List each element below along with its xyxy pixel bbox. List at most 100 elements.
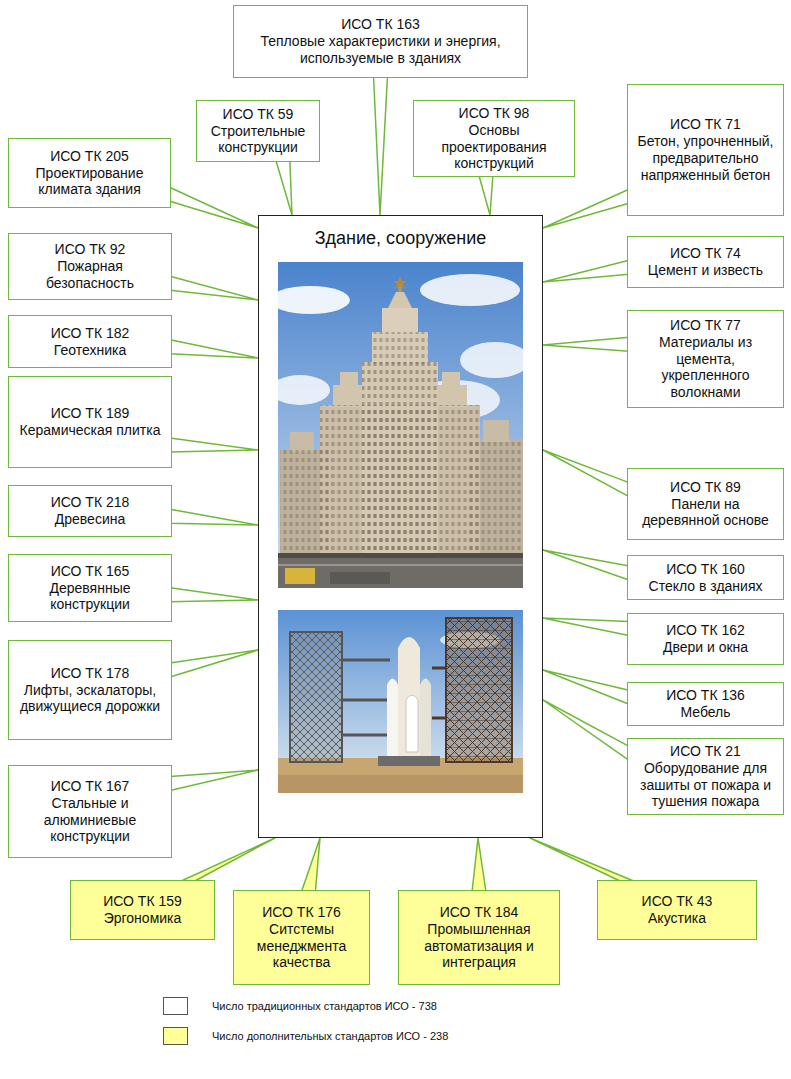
callout-tail-shape — [170, 438, 258, 452]
committee-callout: ИСО ТК 189Керамическая плитка — [8, 376, 172, 468]
committee-code: ИСО ТК 21 — [670, 743, 741, 760]
committee-code: ИСО ТК 182 — [51, 325, 130, 342]
committee-code: ИСО ТК 162 — [666, 622, 745, 639]
callout-tail — [543, 450, 629, 497]
callout-tail — [170, 340, 258, 358]
committee-callout: ИСО ТК 21Оборудование для зашиты от пожа… — [627, 738, 784, 815]
committee-name: Акустика — [648, 910, 706, 927]
callout-tail-shape — [543, 618, 629, 636]
legend-swatch — [163, 997, 188, 1015]
building-frame: Здание, сооружение — [258, 215, 543, 838]
committee-callout: ИСО ТК 59Строительные конструкции — [196, 100, 320, 162]
callout-tail — [170, 650, 258, 677]
committee-callout: ИСО ТК 160Стекло в зданиях — [627, 555, 784, 600]
committee-name: Деревянные конструкции — [15, 580, 165, 614]
callout-tail — [301, 838, 320, 892]
committee-name: Пожарная безопасность — [15, 258, 165, 292]
callout-tail — [170, 588, 258, 602]
callout-tail-shape — [170, 340, 258, 358]
callout-tail-shape — [543, 450, 629, 497]
committee-name: Цемент и известь — [648, 262, 763, 279]
committee-callout: ИСО ТК 165Деревянные конструкции — [8, 554, 172, 622]
committee-code: ИСО ТК 218 — [51, 494, 130, 511]
legend-row: Число дополнительных стандартов ИСО - 23… — [163, 1027, 448, 1045]
committee-callout: ИСО ТК 77Материалы из цемента, укрепленн… — [627, 310, 784, 408]
callout-tail-shape — [170, 588, 258, 602]
committee-callout: ИСО ТК 74Цемент и известь — [627, 236, 784, 288]
callout-tail-shape — [170, 650, 258, 677]
committee-code: ИСО ТК 160 — [666, 561, 745, 578]
committee-code: ИСО ТК 74 — [670, 245, 741, 262]
committee-name: Тепловые характеристики и энергия, испол… — [240, 33, 521, 67]
committee-code: ИСО ТК 163 — [341, 16, 420, 33]
committee-name: Геотехника — [54, 342, 126, 359]
callout-tail — [543, 337, 629, 351]
callout-tail — [169, 187, 258, 228]
callout-tail-shape — [301, 838, 320, 892]
committee-code: ИСО ТК 43 — [642, 893, 713, 910]
callout-tail-shape — [479, 175, 493, 215]
callout-tail — [543, 670, 629, 704]
legend-swatch — [163, 1027, 188, 1045]
committee-callout: ИСО ТК 218Древесина — [8, 485, 172, 537]
callout-tail-shape — [179, 838, 275, 882]
callout-tail-shape — [530, 838, 636, 882]
callout-tail-shape — [374, 76, 388, 215]
rocket-photo — [278, 610, 523, 793]
committee-code: ИСО ТК 77 — [670, 317, 741, 334]
callout-tail-shape — [543, 700, 629, 760]
callout-tail — [170, 276, 258, 300]
committee-name: Стальные и алюминиевые конструкции — [15, 795, 165, 845]
callout-tail — [170, 438, 258, 452]
committee-callout: ИСО ТК 159Эргономика — [70, 880, 215, 940]
callout-tail — [543, 189, 629, 228]
committee-code: ИСО ТК 184 — [440, 904, 519, 921]
callout-tail — [543, 618, 629, 636]
committee-code: ИСО ТК 159 — [103, 893, 182, 910]
callout-tail-shape — [543, 550, 629, 580]
committee-name: Основы проектирования конструкций — [420, 122, 568, 172]
committee-name: Мебель — [680, 704, 730, 721]
callout-tail — [276, 160, 292, 215]
committee-callout: ИСО ТК 89Панели на деревянной основе — [627, 468, 784, 540]
committee-name: Строительные конструкции — [203, 123, 313, 157]
committee-name: Оборудование для зашиты от пожара и туше… — [634, 760, 777, 810]
callout-tail — [543, 700, 629, 760]
committee-name: Проектирование климата здания — [15, 165, 164, 199]
committee-callout: ИСО ТК 71Бетон, упрочненный, предварител… — [627, 84, 784, 216]
callout-tail-shape — [276, 160, 292, 215]
committee-callout: ИСО ТК 136Мебель — [627, 682, 784, 726]
committee-code: ИСО ТК 167 — [51, 778, 130, 795]
committee-callout: ИСО ТК 92Пожарная безопасность — [8, 233, 172, 300]
callout-tail-shape — [169, 187, 258, 228]
committee-name: Эргономика — [104, 910, 182, 927]
committee-code: ИСО ТК 176 — [262, 904, 341, 921]
callout-tail-shape — [170, 276, 258, 300]
committee-name: Керамическая плитка — [20, 422, 161, 439]
committee-code: ИСО ТК 98 — [459, 105, 530, 122]
legend-text: Число дополнительных стандартов ИСО - 23… — [212, 1030, 448, 1042]
committee-code: ИСО ТК 189 — [51, 405, 130, 422]
committee-callout: ИСО ТК 162Двери и окна — [627, 613, 784, 665]
committee-code: ИСО ТК 165 — [51, 563, 130, 580]
committee-code: ИСО ТК 136 — [666, 687, 745, 704]
frame-title: Здание, сооружение — [315, 228, 487, 250]
callout-tail — [543, 260, 629, 282]
committee-name: Древесина — [55, 511, 125, 528]
committee-callout: ИСО ТК 43Акустика — [597, 880, 757, 940]
committee-callout: ИСО ТК 176Ситстемы менеджмента качества — [233, 890, 370, 985]
callout-tail — [170, 509, 258, 525]
committee-name: Двери и окна — [663, 639, 748, 656]
committee-callout: ИСО ТК 184Промышленная автоматизация и и… — [398, 890, 560, 985]
committee-callout: ИСО ТК 182Геотехника — [8, 315, 172, 368]
committee-name: Ситстемы менеджмента качества — [240, 921, 363, 971]
legend-text: Число традиционных стандартов ИСО - 738 — [212, 1000, 437, 1012]
callout-tail-shape — [170, 509, 258, 525]
callout-tail-shape — [543, 670, 629, 704]
callout-tail-shape — [170, 770, 258, 791]
callout-tail — [530, 838, 636, 882]
committee-callout: ИСО ТК 205Проектирование климата здания — [8, 138, 171, 208]
callout-tail — [479, 175, 493, 215]
committee-name: Панели на деревянной основе — [634, 496, 777, 530]
